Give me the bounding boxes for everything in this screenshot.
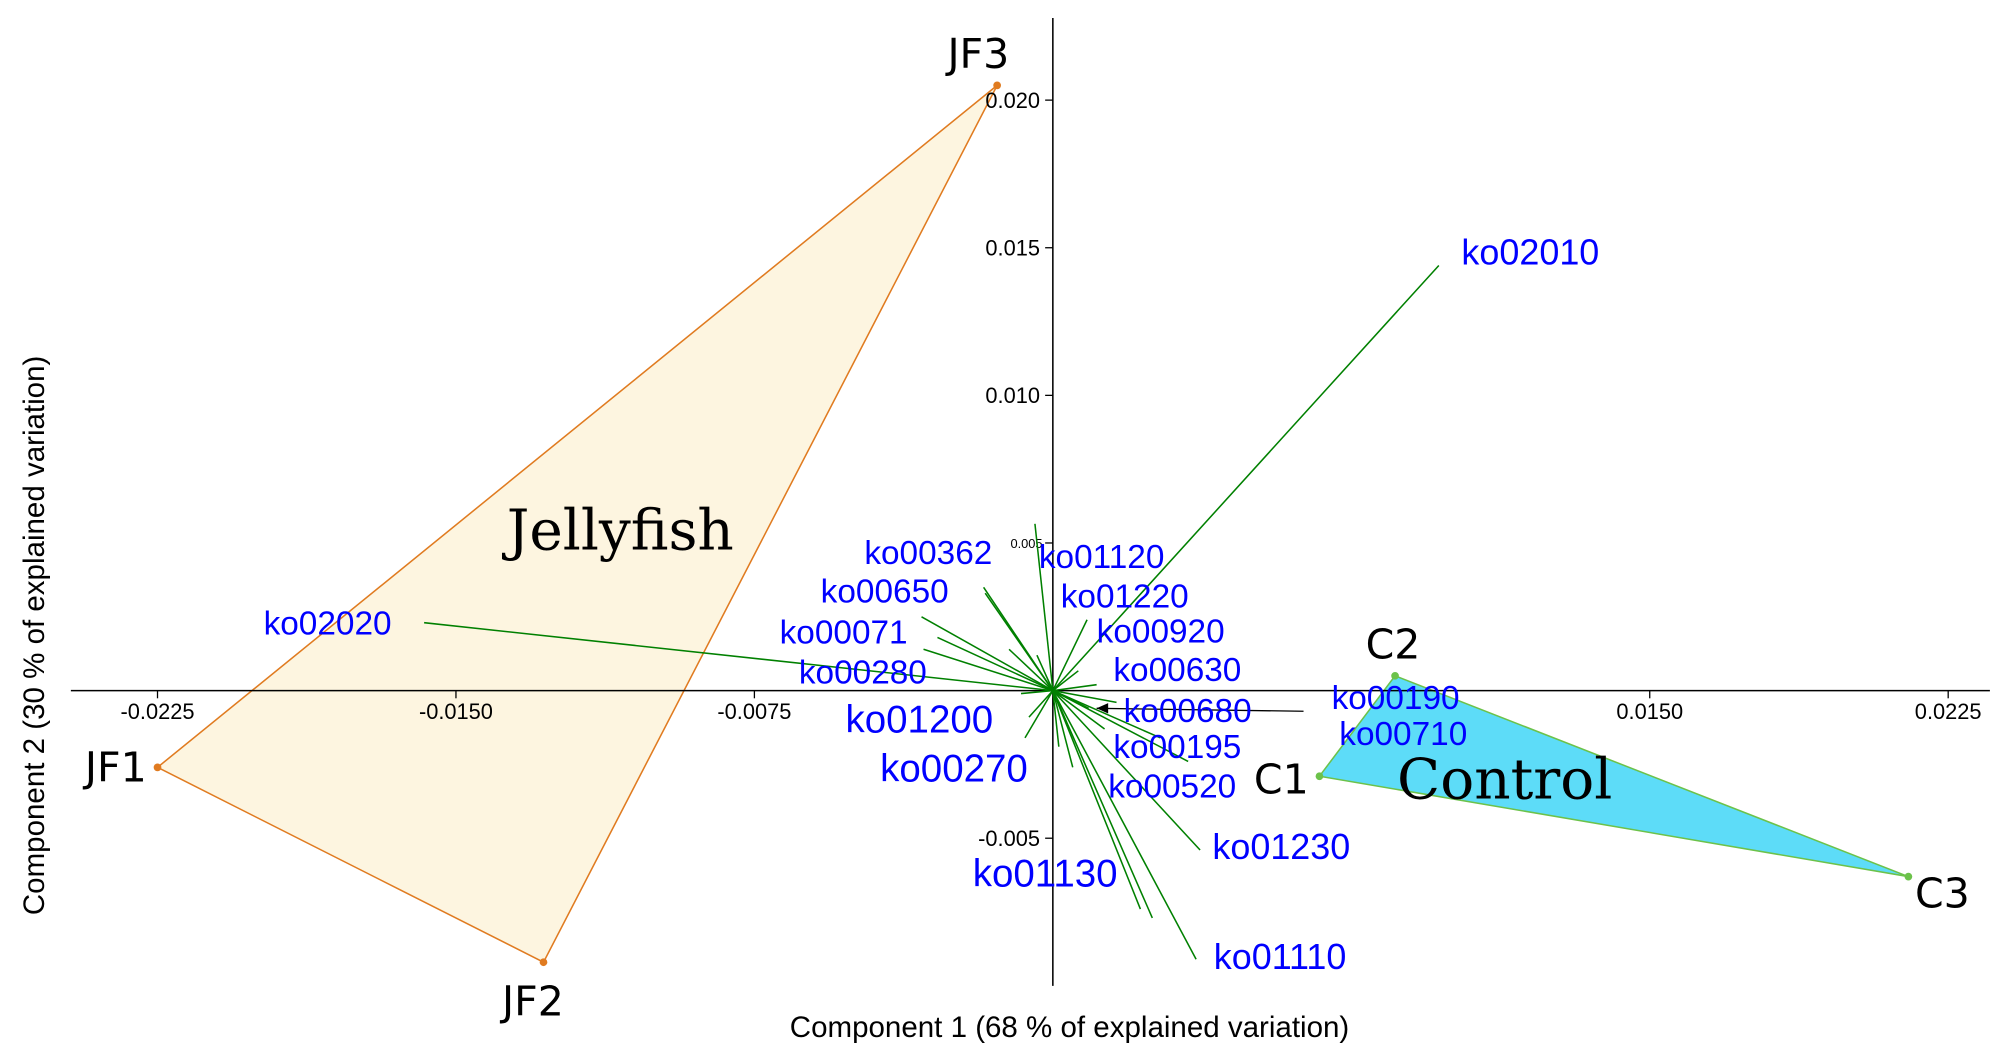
x-tick-label: -0.0150 <box>419 699 493 724</box>
y-tick-label: 0.005 <box>1010 536 1042 551</box>
vector-label-ko00630: ko00630 <box>1113 652 1241 689</box>
loading-vector <box>1028 690 1054 718</box>
vector-label-ko00520: ko00520 <box>1108 769 1236 806</box>
group-hulls <box>156 84 1909 964</box>
loading-vectors <box>424 264 1440 960</box>
group-label-control: Control <box>1397 747 1612 812</box>
axes: -0.0225 -0.0150 -0.0075 0.0150 0.0225 0.020 0.… <box>70 17 1990 986</box>
vector-label-ko00710: ko00710 <box>1339 716 1467 753</box>
black-arrow <box>1096 707 1304 712</box>
loading-vector <box>1052 264 1440 692</box>
point-jf1 <box>153 763 162 772</box>
loading-vector <box>1052 683 1097 692</box>
point-jf3 <box>993 81 1001 90</box>
loading-vector <box>1052 690 1197 960</box>
loading-vector <box>1052 690 1201 851</box>
loading-vector <box>1052 689 1117 704</box>
hull-jellyfish <box>156 84 998 964</box>
loading-vector <box>923 648 1054 692</box>
y-tick-label: 0.010 <box>985 383 1040 408</box>
vector-label-ko00920: ko00920 <box>1097 613 1225 650</box>
y-tick-label: 0.020 <box>985 88 1040 113</box>
loading-vector <box>984 592 1054 692</box>
vector-label-ko01130: ko01130 <box>973 853 1118 896</box>
vector-label-ko01110: ko01110 <box>1214 936 1347 977</box>
x-tick-label: -0.0075 <box>717 699 791 724</box>
vector-label-ko00190: ko00190 <box>1332 680 1460 717</box>
vector-label-ko00270: ko00270 <box>880 747 1028 790</box>
loading-vector <box>1034 523 1054 691</box>
loading-vector <box>1024 690 1054 739</box>
x-tick-label: 0.0225 <box>1915 699 1982 724</box>
y-tick-label: -0.005 <box>978 826 1040 851</box>
point-c3 <box>1904 872 1913 881</box>
vector-label-ko00071: ko00071 <box>780 615 908 652</box>
point-label-jf1: JF1 <box>82 744 147 792</box>
vector-label-ko00362: ko00362 <box>864 535 992 572</box>
point-label-c2: C2 <box>1366 621 1421 669</box>
point-label-c3: C3 <box>1915 870 1970 918</box>
loading-vector <box>1052 690 1154 919</box>
vector-label-ko00680: ko00680 <box>1124 693 1252 730</box>
vector-label-ko01120: ko01120 <box>1039 539 1165 576</box>
loading-vector <box>1036 654 1054 691</box>
vector-label-ko01230: ko01230 <box>1212 826 1350 867</box>
vector-label-ko00195: ko00195 <box>1113 729 1241 766</box>
y-tick-label: 0.015 <box>985 235 1040 260</box>
vector-label-ko01220: ko01220 <box>1061 579 1189 616</box>
hull-control <box>1318 674 1909 878</box>
y-axis-title: Component 2 (30 % of explained variation… <box>18 356 51 916</box>
loading-vector <box>1052 689 1106 730</box>
point-label-jf2: JF2 <box>499 977 564 1025</box>
group-label-jellyfish: Jellyfish <box>502 498 734 563</box>
arrow-head-icon <box>1096 703 1109 714</box>
point-c1 <box>1315 772 1324 781</box>
vector-label-ko00280: ko00280 <box>799 654 927 691</box>
point-label-c1: C1 <box>1254 755 1309 803</box>
point-jf2 <box>539 958 548 967</box>
vector-label-ko00650: ko00650 <box>821 573 949 610</box>
vector-label-ko01200: ko01200 <box>845 699 993 742</box>
loading-vector <box>1052 689 1161 739</box>
sample-points <box>153 81 1913 967</box>
vector-label-ko02010: ko02010 <box>1461 232 1599 273</box>
loading-vector <box>1020 689 1053 695</box>
loading-vector <box>1052 690 1060 747</box>
loading-vector <box>1052 690 1142 910</box>
x-tick-label: -0.0225 <box>121 699 195 724</box>
x-axis-title: Component 1 (68 % of explained variation… <box>790 1011 1350 1044</box>
loading-vector <box>921 616 1054 692</box>
vector-label-ko02020: ko02020 <box>264 606 392 643</box>
loading-vector <box>1052 670 1079 692</box>
x-tick-label: 0.0150 <box>1616 699 1683 724</box>
loading-vector <box>1008 648 1054 692</box>
loading-vector <box>1052 690 1074 768</box>
loading-vector <box>1052 619 1088 691</box>
point-label-jf3: JF3 <box>944 30 1009 78</box>
loading-vector <box>424 621 1053 692</box>
loading-vector <box>937 636 1054 692</box>
point-c2 <box>1391 671 1399 680</box>
loading-vector <box>1052 689 1090 710</box>
